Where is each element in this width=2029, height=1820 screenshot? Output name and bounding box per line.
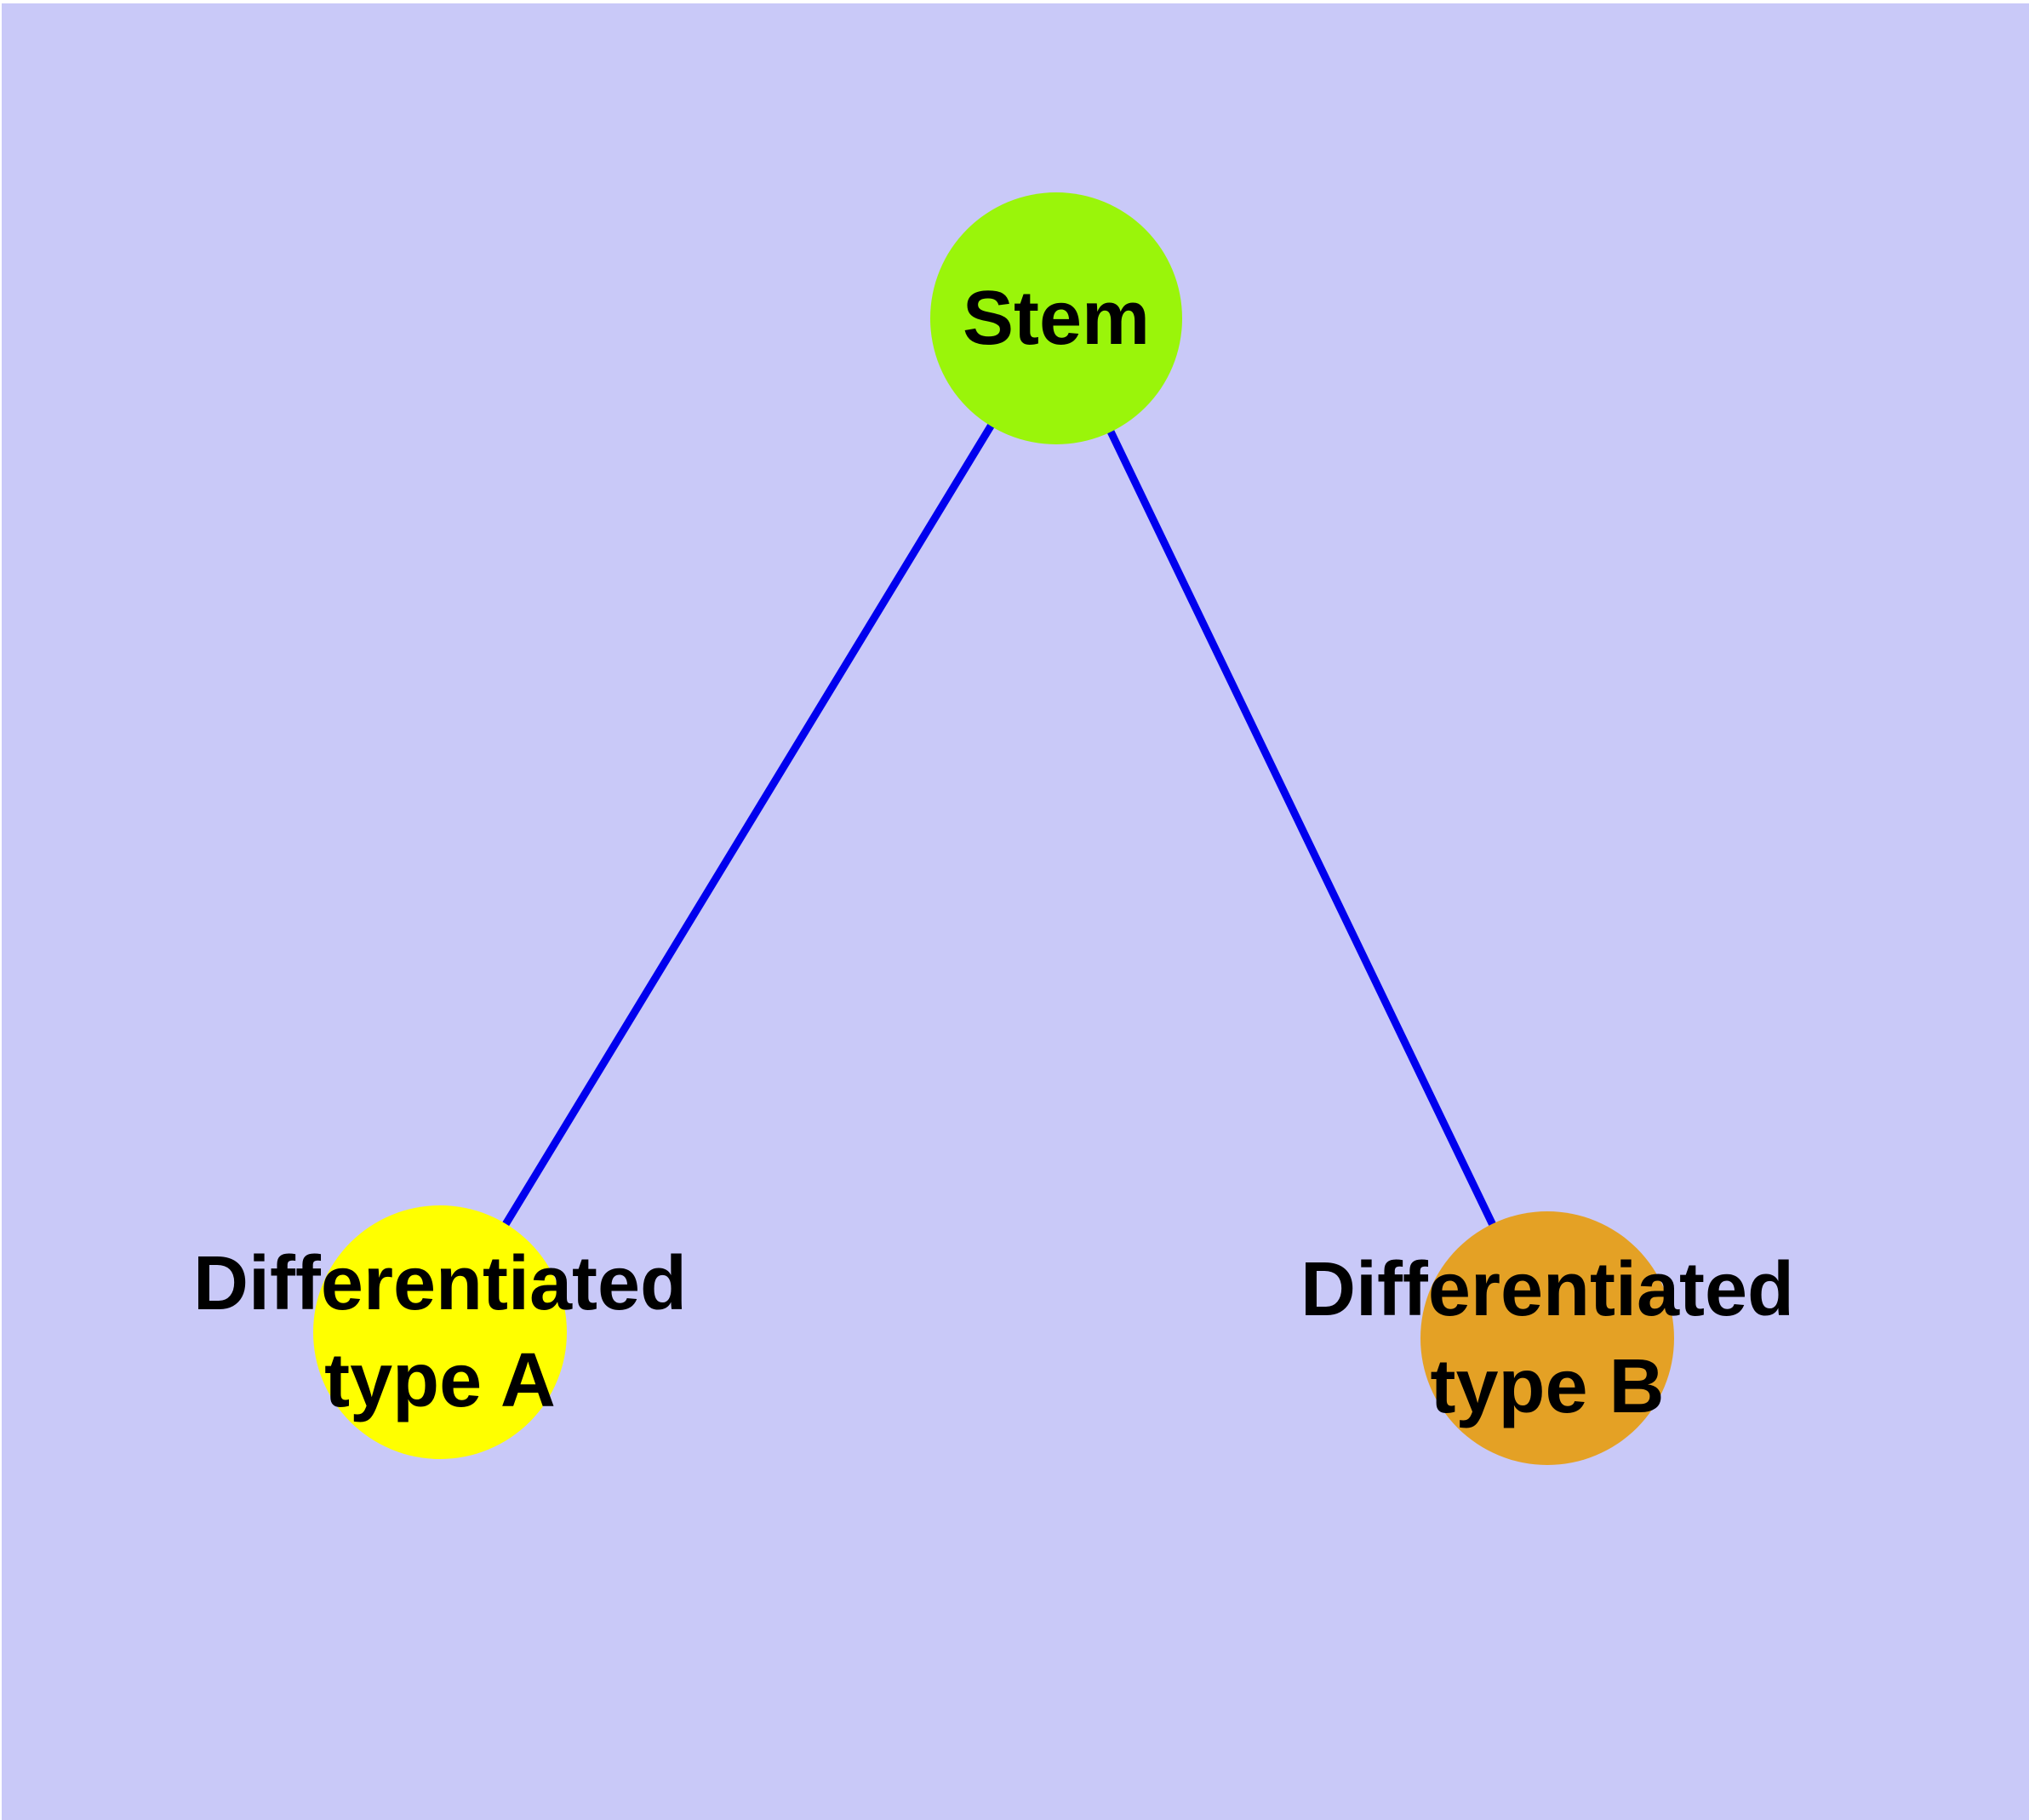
- edge-stem-to-type-a: [437, 316, 1060, 1335]
- edge-stem-to-type-b: [1052, 317, 1552, 1340]
- node-stem: [930, 192, 1182, 444]
- node-differentiated-type-b: [1420, 1211, 1674, 1465]
- node-differentiated-type-a: [313, 1205, 567, 1459]
